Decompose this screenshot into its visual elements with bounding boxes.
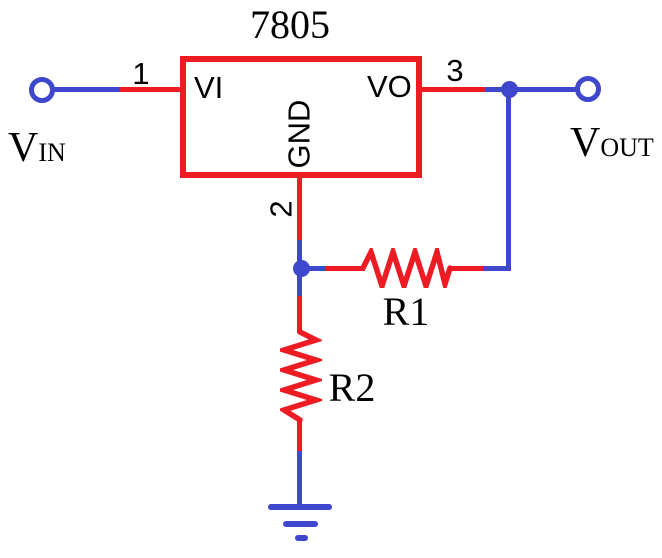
wire-feedback-vertical — [506, 87, 511, 271]
wire-pin1-red — [120, 87, 182, 92]
ground-icon — [283, 521, 318, 527]
regulator-pin-vo: VO — [367, 69, 412, 104]
wire-r2-bottom-red — [297, 418, 302, 452]
pin-number-3: 3 — [446, 53, 464, 88]
wire-r1-left-blue — [302, 266, 327, 271]
ground-icon — [295, 535, 308, 541]
resistor-r1-label: R1 — [382, 289, 430, 334]
wire-vin-blue — [53, 87, 120, 92]
regulator-pin-gnd: GND — [281, 99, 317, 169]
wire-r2-top-blue — [297, 272, 302, 298]
pin-number-1: 1 — [132, 56, 150, 91]
ground-icon — [268, 504, 332, 510]
wire-ground-blue — [297, 451, 302, 508]
wire-r1-right-red — [448, 266, 483, 271]
wire-r2-top-red — [297, 296, 302, 333]
wire-vout-blue — [485, 87, 577, 92]
regulator-title: 7805 — [250, 2, 330, 47]
vout-terminal — [575, 76, 601, 102]
resistor-r2-label: R2 — [328, 365, 376, 410]
wire-gnd-pin-red — [297, 174, 302, 240]
regulator-pin-vi: VI — [194, 70, 224, 105]
wire-gnd-pin-blue — [297, 240, 302, 270]
pin-number-2: 2 — [263, 200, 299, 218]
resistor-r2-zigzag — [280, 329, 322, 423]
vout-label: VOUT — [570, 120, 654, 166]
vin-terminal — [29, 77, 55, 103]
resistor-r1-zigzag — [360, 248, 453, 288]
wire-pin3-red — [420, 87, 485, 92]
wire-r1-left-red — [325, 266, 365, 271]
wire-r1-right-blue — [483, 266, 510, 271]
vin-label: VIN — [8, 125, 66, 171]
